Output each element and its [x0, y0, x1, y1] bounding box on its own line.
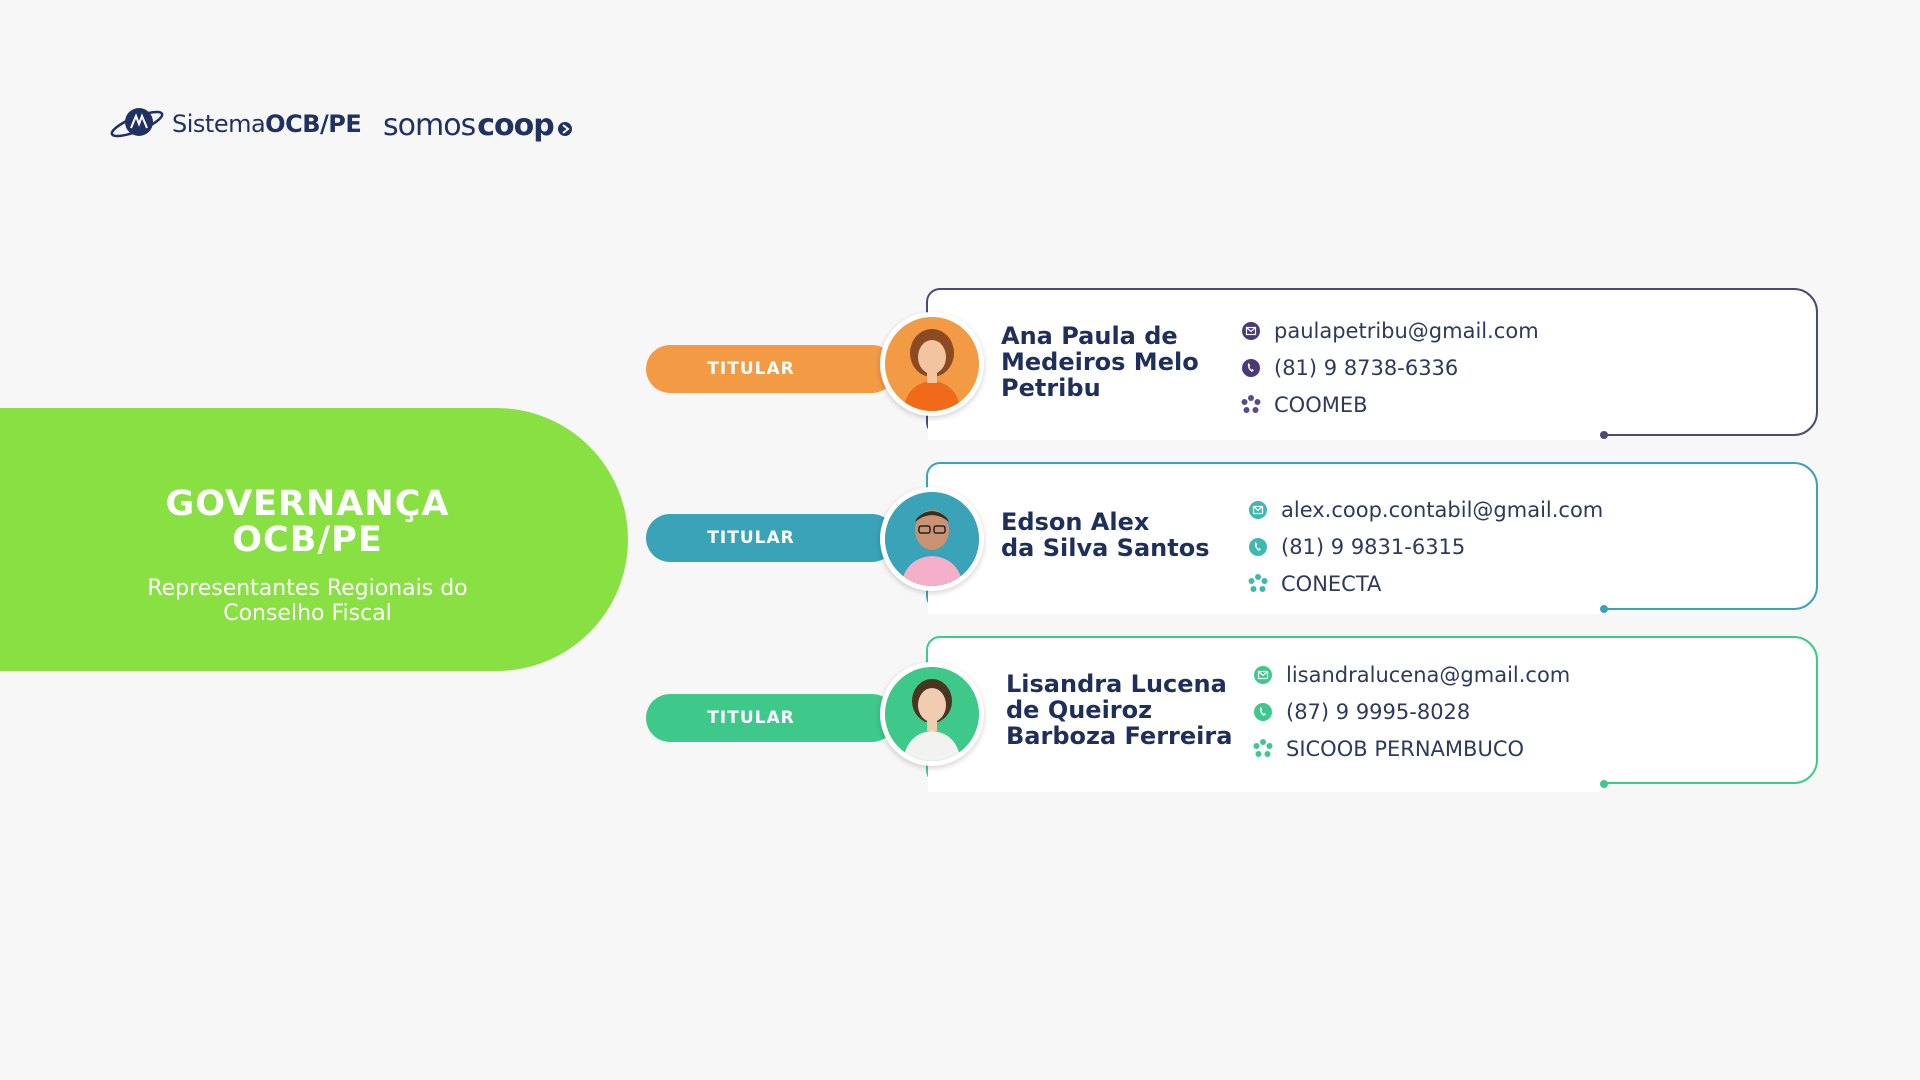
phone-text: (87) 9 9995-8028	[1286, 699, 1471, 724]
phone-text: (81) 9 9831-6315	[1281, 534, 1466, 559]
coop-row: SICOOB PERNAMBUCO	[1252, 730, 1570, 767]
card-end-dot	[1600, 431, 1608, 439]
planet-icon	[110, 108, 164, 138]
coop-text: COOMEB	[1274, 392, 1368, 417]
titular-badge: TITULAR	[646, 345, 896, 393]
logo-somos-text: somos	[383, 108, 476, 143]
titular-badge: TITULAR	[646, 694, 896, 742]
card-end-dot	[1600, 780, 1608, 788]
person-name: Edson Alex da Silva Santos	[1001, 508, 1210, 562]
email-row: alex.coop.contabil@gmail.com	[1247, 491, 1603, 528]
phone-icon	[1247, 536, 1269, 558]
coop-row: COOMEB	[1240, 386, 1539, 423]
logo-sistema-bold: OCB/PE	[265, 110, 362, 138]
phone-row: (81) 9 8738-6336	[1240, 349, 1539, 386]
coop-text: CONECTA	[1281, 571, 1382, 596]
email-row: paulapetribu@gmail.com	[1240, 312, 1539, 349]
banner-title: GOVERNANÇA OCB/PE	[165, 484, 450, 560]
logo-sistema-prefix: Sistema	[172, 110, 266, 138]
logo-coop-text: coop	[477, 108, 554, 143]
avatar	[880, 662, 984, 766]
email-text: alex.coop.contabil@gmail.com	[1281, 497, 1604, 522]
coop-icon	[1247, 573, 1269, 595]
email-icon	[1252, 664, 1274, 686]
phone-icon	[1240, 357, 1262, 379]
coop-icon	[1252, 738, 1274, 760]
card-frame	[926, 462, 1818, 610]
email-row: lisandralucena@gmail.com	[1252, 656, 1570, 693]
avatar	[880, 312, 984, 416]
titular-badge: TITULAR	[646, 514, 896, 562]
email-icon	[1240, 320, 1262, 342]
phone-row: (87) 9 9995-8028	[1252, 693, 1570, 730]
phone-icon	[1252, 701, 1274, 723]
person-name: Lisandra Lucena de Queiroz Barboza Ferre…	[1006, 670, 1233, 750]
email-icon	[1247, 499, 1269, 521]
contact-info: alex.coop.contabil@gmail.com (81) 9 9831…	[1247, 491, 1603, 602]
card-frame	[926, 288, 1818, 436]
card-end-dot	[1600, 605, 1608, 613]
card-frame	[926, 636, 1818, 784]
email-text: lisandralucena@gmail.com	[1286, 662, 1571, 687]
sistema-ocb-logo: SistemaOCB/PE	[108, 104, 362, 144]
contact-info: paulapetribu@gmail.com (81) 9 8738-6336 …	[1240, 312, 1539, 423]
person-name: Ana Paula de Medeiros Melo Petribu	[1001, 322, 1199, 402]
coop-icon	[1240, 394, 1262, 416]
phone-text: (81) 9 8738-6336	[1274, 355, 1459, 380]
coop-arrow-icon	[557, 121, 572, 136]
phone-row: (81) 9 9831-6315	[1247, 528, 1603, 565]
banner-subtitle: Representantes Regionais do Conselho Fis…	[147, 576, 468, 626]
avatar	[880, 487, 984, 591]
contact-info: lisandralucena@gmail.com (87) 9 9995-802…	[1252, 656, 1570, 767]
coop-text: SICOOB PERNAMBUCO	[1286, 736, 1525, 761]
governance-banner: GOVERNANÇA OCB/PE Representantes Regiona…	[0, 408, 628, 671]
coop-row: CONECTA	[1247, 565, 1603, 602]
email-text: paulapetribu@gmail.com	[1274, 318, 1539, 343]
